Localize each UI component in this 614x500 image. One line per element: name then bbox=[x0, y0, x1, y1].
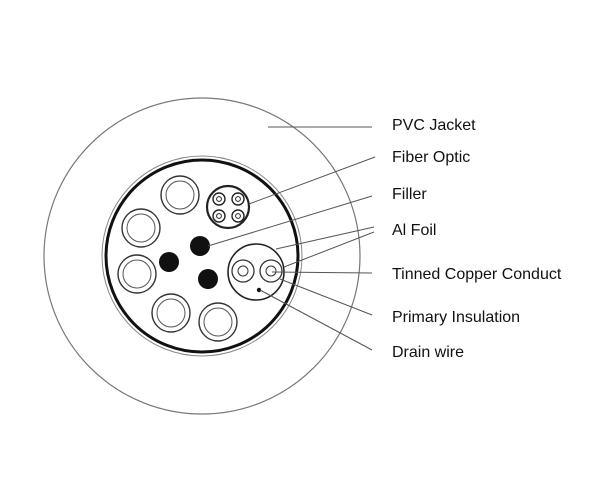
fiber-optic-unit bbox=[205, 184, 251, 230]
conductor-5 bbox=[198, 302, 238, 342]
label-al-foil: Al Foil bbox=[392, 222, 436, 239]
conductor-4 bbox=[151, 293, 191, 333]
pvc-jacket-outer bbox=[43, 97, 361, 415]
filler-group bbox=[159, 236, 218, 289]
label-pvc-jacket: PVC Jacket bbox=[392, 117, 476, 134]
label-tinned-copper: Tinned Copper Conduct bbox=[392, 266, 562, 283]
conductor-2 bbox=[121, 208, 161, 248]
leader-fiber-optic bbox=[248, 156, 376, 205]
inner-sheath-outline bbox=[101, 155, 303, 357]
conductor-1 bbox=[160, 175, 200, 215]
label-filler: Filler bbox=[392, 186, 427, 203]
leader-primary-insulation bbox=[279, 278, 373, 316]
leader-al-foil-2 bbox=[283, 231, 375, 268]
label-drain-wire: Drain wire bbox=[392, 344, 464, 361]
leader-lines bbox=[207, 126, 376, 351]
filler-3 bbox=[198, 269, 218, 289]
label-primary-insulation: Primary Insulation bbox=[392, 309, 520, 326]
conductor-3 bbox=[117, 254, 157, 294]
filler-1 bbox=[190, 236, 210, 256]
leader-tinned-copper bbox=[271, 271, 373, 274]
drain-wire-dot bbox=[256, 287, 262, 293]
leader-filler bbox=[207, 195, 373, 247]
filler-2 bbox=[159, 252, 179, 272]
inner-sheath bbox=[104, 158, 300, 354]
label-fiber-optic: Fiber Optic bbox=[392, 149, 470, 166]
leader-drain-wire bbox=[259, 289, 373, 351]
conductor-group bbox=[117, 175, 238, 342]
leader-al-foil-1 bbox=[275, 226, 375, 250]
